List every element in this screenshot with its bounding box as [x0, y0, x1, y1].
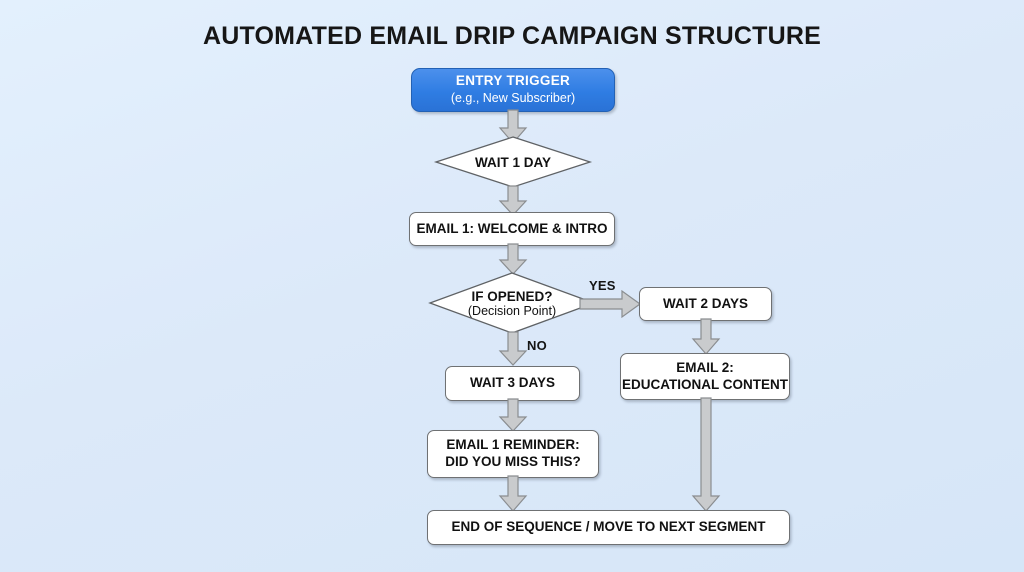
entry-trigger-subtitle: (e.g., New Subscriber) [450, 91, 576, 106]
arrow-email1-to-decision [498, 243, 528, 275]
node-end-of-sequence[interactable]: END OF SEQUENCE / MOVE TO NEXT SEGMENT [427, 510, 790, 545]
node-if-opened[interactable]: IF OPENED? (Decision Point) [428, 272, 596, 334]
node-email-1-reminder[interactable]: EMAIL 1 REMINDER: DID YOU MISS THIS? [427, 430, 599, 478]
node-email-2[interactable]: EMAIL 2: EDUCATIONAL CONTENT [620, 353, 790, 400]
node-entry-trigger[interactable]: ENTRY TRIGGER (e.g., New Subscriber) [411, 68, 615, 112]
edge-label-no: NO [527, 338, 547, 353]
email-1-label: EMAIL 1: WELCOME & INTRO [416, 220, 608, 236]
node-email-1[interactable]: EMAIL 1: WELCOME & INTRO [409, 212, 615, 246]
wait-1-day-diamond-shape [433, 136, 593, 188]
arrow-yes-to-wait2 [579, 289, 642, 319]
arrow-wait3-to-reminder [498, 398, 528, 432]
edge-label-yes: YES [589, 278, 616, 293]
arrow-no-to-wait3 [498, 331, 528, 366]
arrow-wait2-to-email2 [691, 318, 721, 355]
wait-2-days-label: WAIT 2 DAYS [662, 295, 749, 311]
arrow-entry-to-wait1 [498, 109, 528, 144]
node-wait-3-days[interactable]: WAIT 3 DAYS [445, 366, 580, 401]
wait-3-days-label: WAIT 3 DAYS [469, 375, 556, 391]
arrow-email2-to-end [691, 397, 721, 512]
arrow-reminder-to-end [498, 475, 528, 512]
email-2-label-line2: EDUCATIONAL CONTENT [622, 376, 788, 392]
node-wait-2-days[interactable]: WAIT 2 DAYS [639, 287, 772, 321]
email-2-label-line1: EMAIL 2: [676, 359, 734, 375]
end-of-sequence-label: END OF SEQUENCE / MOVE TO NEXT SEGMENT [451, 519, 766, 535]
email-1-reminder-line1: EMAIL 1 REMINDER: [446, 437, 580, 453]
node-wait-1-day[interactable]: WAIT 1 DAY [433, 136, 593, 188]
arrow-wait1-to-email1 [498, 185, 528, 216]
email-1-reminder-line2: DID YOU MISS THIS? [445, 454, 581, 469]
if-opened-diamond-shape [428, 272, 596, 334]
entry-trigger-title: ENTRY TRIGGER [455, 73, 571, 89]
page-title: AUTOMATED EMAIL DRIP CAMPAIGN STRUCTURE [203, 22, 821, 50]
